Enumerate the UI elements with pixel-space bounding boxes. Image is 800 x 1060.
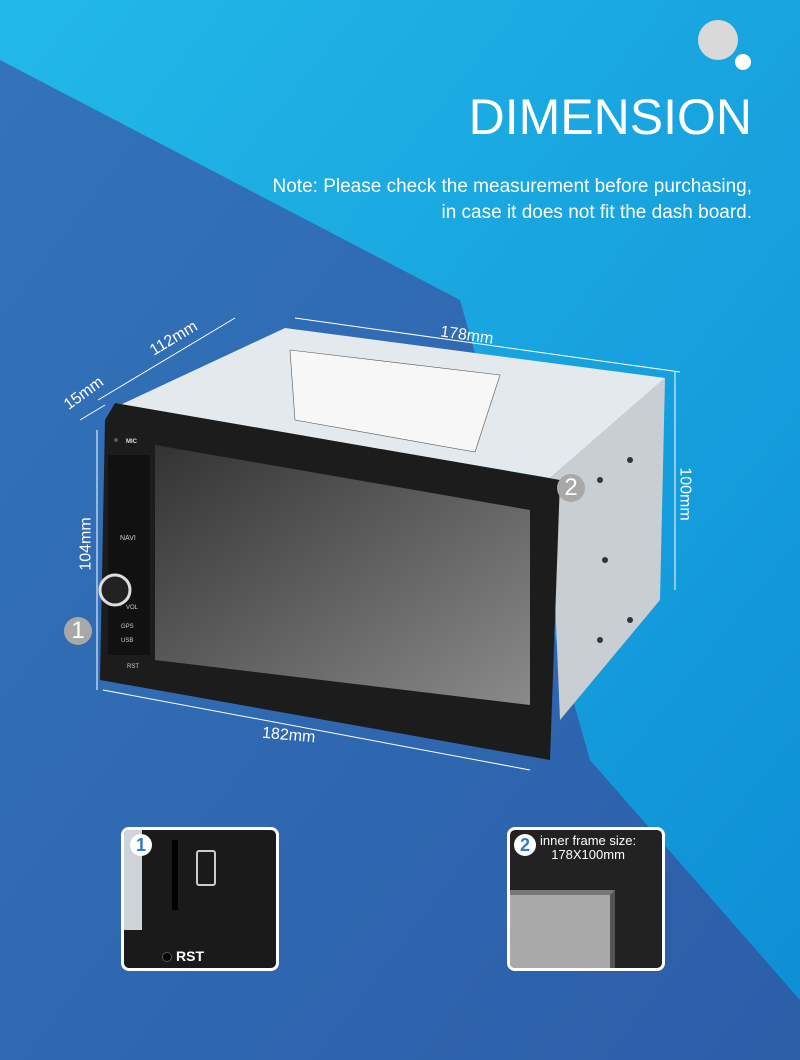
note-text: Note: Please check the measurement befor…	[273, 174, 753, 226]
note-line-1: Note: Please check the measurement befor…	[272, 176, 753, 197]
screen-corner	[510, 890, 615, 968]
inset-usb-port: RST 1	[121, 827, 279, 971]
callout-2: 2	[557, 474, 585, 502]
sd-slot	[172, 840, 178, 910]
volume-knob[interactable]	[98, 573, 132, 607]
mic-label: MIC	[126, 439, 138, 445]
vol-label: VOL	[126, 605, 139, 611]
usb-label: USB	[121, 638, 133, 644]
mic-hole	[114, 438, 118, 442]
inset-inner-frame: 2 inner frame size:178X100mm	[507, 827, 665, 971]
rst-device-label: RST	[127, 664, 139, 670]
inner-frame-text: inner frame size:178X100mm	[540, 834, 636, 862]
inset-badge-2: 2	[514, 834, 536, 856]
inner-frame-line-2: 178X100mm	[551, 847, 625, 862]
reset-hole	[162, 952, 172, 962]
inner-frame-line-1: inner frame size:	[540, 833, 637, 848]
dim-front-height: 104mm	[77, 517, 95, 571]
gps-label: GPS	[121, 624, 134, 630]
rst-label: RST	[176, 948, 204, 964]
callout-1: 1	[64, 617, 92, 645]
decorative-dots	[698, 20, 751, 70]
inset-badge-1: 1	[130, 834, 152, 856]
dim-back-height: 100mm	[676, 467, 694, 521]
note-line-2: in case it does not fit the dash board.	[441, 202, 752, 223]
navi-label: NAVI	[120, 535, 136, 542]
page-title: DIMENSION	[468, 89, 752, 145]
usb-port-icon	[196, 850, 216, 886]
